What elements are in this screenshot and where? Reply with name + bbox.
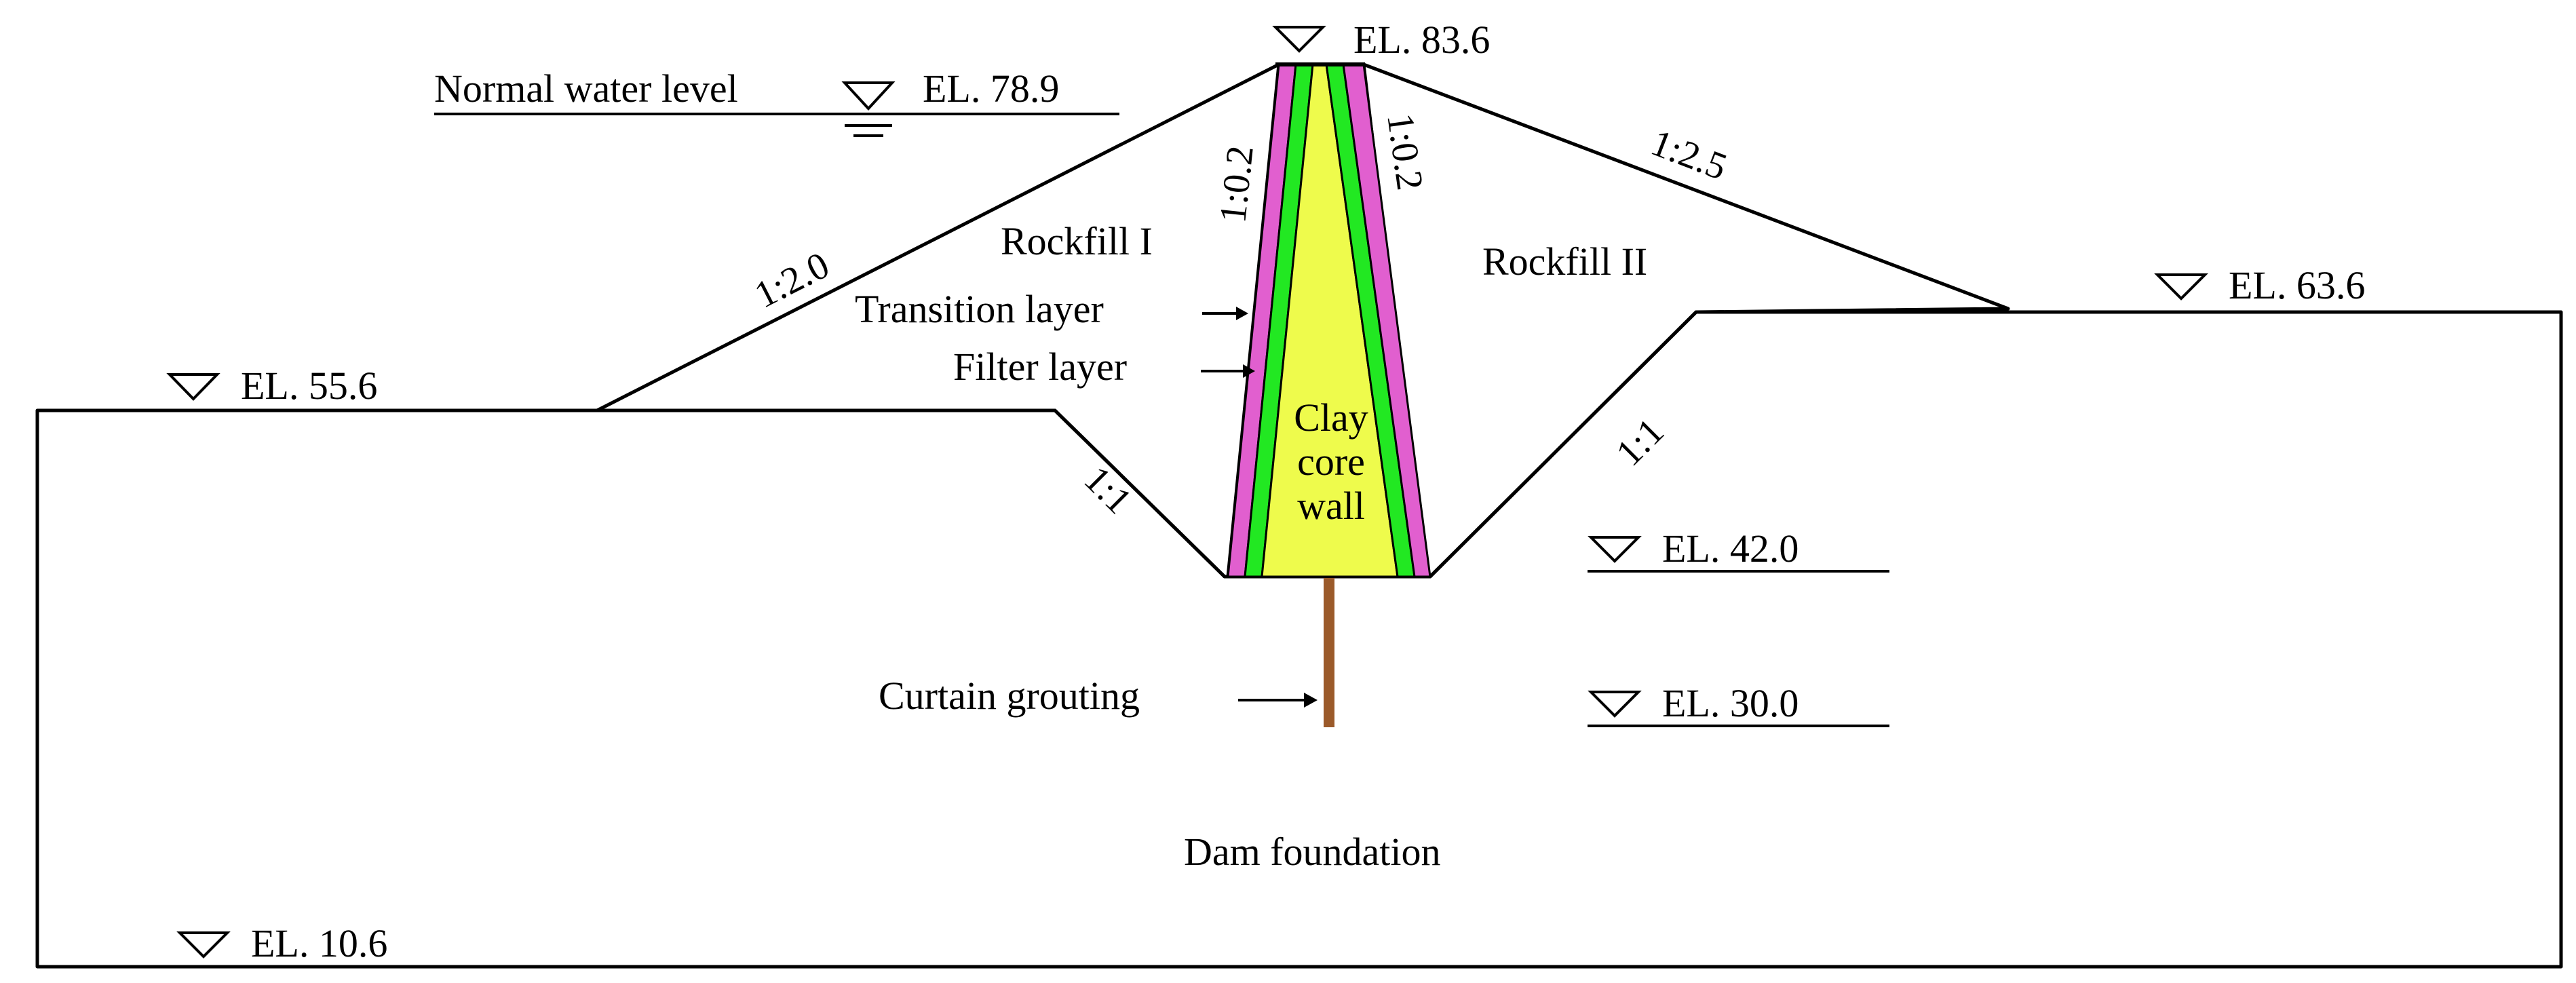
clay-core-label-line1: Clay [1294,396,1368,440]
slope-core-downstream-label: 1:0.2 [1379,111,1431,193]
arrowhead-icon [1243,364,1255,378]
elevation-label: EL. 83.6 [1353,18,1490,62]
elevation-label: EL. 42.0 [1662,526,1799,571]
elevation-label: EL. 63.6 [2229,263,2365,307]
rockfill-i-label: Rockfill I [1001,219,1153,263]
triangle-down-icon [166,373,220,401]
filter-layer-label: Filter layer [953,345,1127,389]
transition-layer-callout: Transition layer [855,287,1248,331]
slope-trench-left-label: 1:1 [1076,458,1140,522]
elevation-marker-crest: EL. 83.6 [1272,18,1490,62]
triangle-down-icon [176,931,231,959]
filter-layer-callout: Filter layer [953,345,1255,389]
elevation-marker-downstream-ground: EL. 63.6 [2154,263,2365,307]
elevation-marker-foundation-bottom: EL. 10.6 [176,921,387,965]
elevation-label: EL. 10.6 [251,921,387,965]
clay-core-label-line2: core [1297,440,1365,484]
water-level-icon [841,81,896,111]
slope-upstream-face-label: 1:2.0 [748,244,836,317]
rockfill-i-zone [595,62,1281,579]
normal-water-level-marker: Normal water level EL. 78.9 [434,66,1119,137]
slope-core-upstream-label: 1:0.2 [1212,144,1262,225]
curtain-grouting-callout: Curtain grouting [879,674,1318,718]
elevation-label: EL. 30.0 [1662,681,1799,725]
rockfill-ii-label: Rockfill II [1482,239,1647,284]
curtain-grouting [1324,578,1334,727]
elevation-label: EL. 55.6 [241,364,377,408]
foundation-label: Dam foundation [1184,830,1441,874]
arrowhead-icon [1304,693,1318,708]
elevation-marker-core-base: EL. 42.0 [1588,526,1889,573]
triangle-down-icon [1588,536,1642,563]
triangle-down-icon [2154,273,2208,301]
curtain-grouting-label: Curtain grouting [879,674,1140,718]
slope-downstream-face-label: 1:2.5 [1645,121,1732,189]
transition-layer-label: Transition layer [855,287,1104,331]
elevation-marker-upstream-ground: EL. 55.6 [166,364,377,408]
slope-trench-right-label: 1:1 [1608,410,1672,474]
water-level-elevation: EL. 78.9 [923,66,1059,111]
arrowhead-icon [1236,307,1248,320]
triangle-down-icon [1272,26,1326,53]
water-level-label: Normal water level [434,66,738,111]
clay-core-label-line3: wall [1297,484,1365,528]
elevation-marker-grouting-bottom: EL. 30.0 [1588,681,1889,727]
triangle-down-icon [1588,691,1642,718]
